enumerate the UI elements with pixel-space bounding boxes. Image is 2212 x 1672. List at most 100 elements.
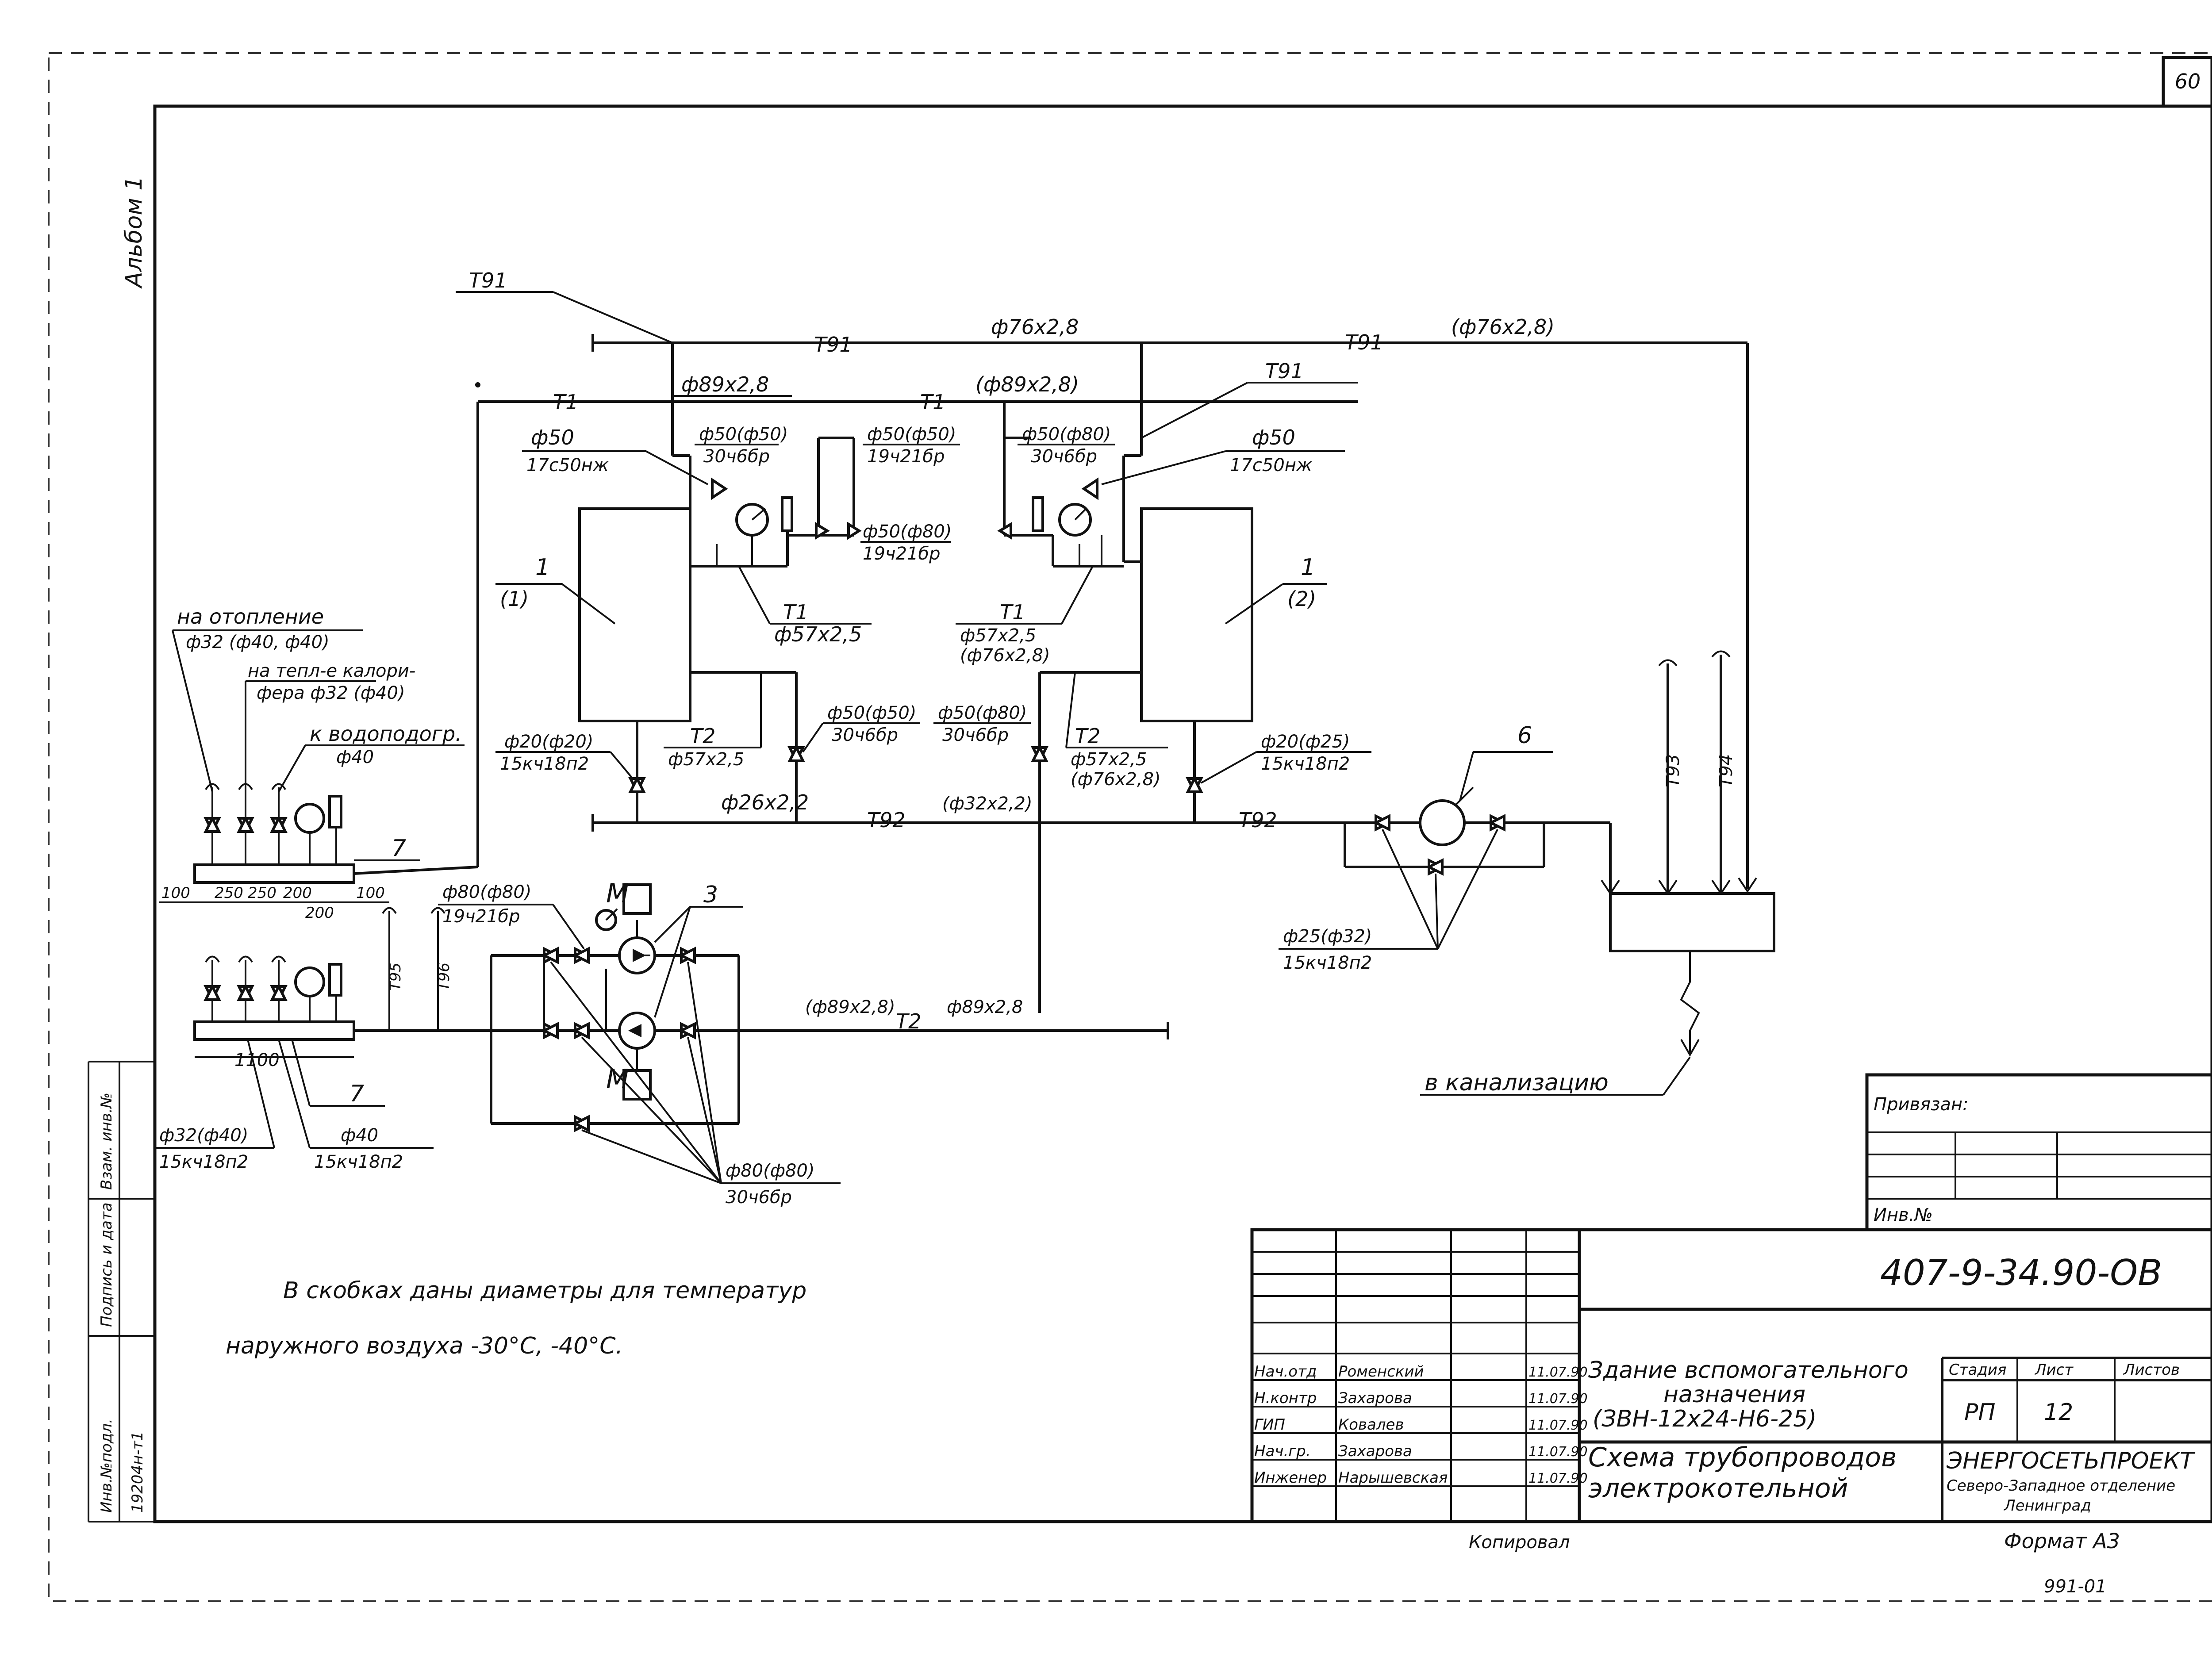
valve-19a: 19ч21бр (867, 446, 945, 467)
valve-30e: 30ч6бр (726, 1187, 792, 1208)
label-t1-c: Т1 (783, 600, 808, 624)
stage-value: РП (1964, 1399, 1995, 1426)
label-tg1-a: Т91 (814, 333, 853, 357)
manifold-lower (193, 955, 491, 1058)
valve-19b: 19ч21бр (863, 544, 941, 564)
svg-text:11.07.90: 11.07.90 (1528, 1444, 1588, 1460)
dim-50b: ф50(ф50) (699, 424, 788, 445)
valve-30a: 30ч6бр (703, 446, 770, 467)
label-t1-b: Т1 (920, 390, 945, 414)
dim-57d: ф57х2,5 (1071, 749, 1147, 770)
valve-30b: 30ч6бр (1031, 446, 1097, 467)
dim-40: ф40 (341, 1125, 378, 1146)
sheet-number: 60 (2175, 69, 2201, 93)
label-t1-d: Т1 (1000, 600, 1025, 624)
label-n2: 1 (1301, 554, 1315, 581)
svg-text:200: 200 (305, 904, 334, 922)
callout-heater: к водоподогр. (310, 722, 462, 746)
valve-19c: 19ч21бр (442, 906, 520, 927)
dim-32b: ф32(ф40) (159, 1125, 248, 1146)
callout-calorifer-2: фера ф32 (ф40) (257, 683, 405, 703)
label-t94: Т94 (1716, 754, 1736, 787)
svg-text:11.07.90: 11.07.90 (1528, 1471, 1588, 1486)
boiler-2 (1140, 507, 1253, 722)
valve-15e: 15кч18п2 (314, 1152, 403, 1172)
callout-calorifer-1: на тепл-е калори- (248, 661, 415, 681)
svg-text:Нач.отд: Нач.отд (1254, 1363, 1317, 1381)
sheet-number-box (2162, 56, 2212, 108)
drawing-title-2: электрокотельной (1588, 1473, 1848, 1504)
boiler-1 (578, 507, 691, 722)
sheet-value: 12 (2044, 1399, 2073, 1426)
label-n3: 3 (703, 882, 718, 908)
svg-text:Захарова: Захарова (1338, 1442, 1412, 1460)
dim-50g: ф50(ф50) (827, 703, 916, 723)
svg-text:Н.контр: Н.контр (1254, 1389, 1317, 1407)
manifold-spacings: 100 250 250 200 200 100 (159, 884, 389, 922)
dim-76b: (ф76х2,8) (1451, 315, 1555, 339)
svg-text:Роменский: Роменский (1338, 1363, 1424, 1381)
org-branch: Северо-Западное отделение (1947, 1477, 2175, 1495)
svg-text:11.07.90: 11.07.90 (1528, 1418, 1588, 1433)
roles-table: Нач.отд Роменский 11.07.90 Н.контр Захар… (1254, 1363, 1588, 1487)
drain-tank (1609, 650, 1775, 1057)
dim-25: ф25(ф32) (1283, 926, 1372, 947)
replace-inv-label: Взам. инв.№ (98, 1093, 115, 1190)
label-tg2-b: Т92 (1239, 808, 1277, 832)
svg-text:200: 200 (283, 884, 312, 902)
label-t95: Т95 (387, 963, 404, 991)
manifold-upper (193, 783, 478, 884)
valve-15c: 15кч18п2 (1283, 953, 1372, 973)
label-n1b: (1) (500, 587, 529, 611)
sheet-header: Лист (2034, 1361, 2074, 1379)
dim-20b: ф20(ф25) (1261, 732, 1350, 752)
dim-89d: ф89х2,8 (947, 997, 1023, 1017)
motor-1-label: М (606, 878, 629, 909)
svg-text:Нач.гр.: Нач.гр. (1254, 1442, 1311, 1460)
stage-header: Стадия (1949, 1361, 2006, 1379)
dim-50c: ф50(ф50) (867, 424, 956, 445)
title-block (1250, 1228, 2212, 1523)
svg-text:11.07.90: 11.07.90 (1528, 1391, 1588, 1407)
drawing-title-1: Схема трубопроводов (1588, 1442, 1897, 1473)
callout-heater-dim: ф40 (336, 747, 374, 767)
building-line-2: назначения (1663, 1381, 1805, 1408)
manifold-length: 1100 (234, 1050, 280, 1070)
note-line-2: наружного воздуха -30°С, -40°С. (226, 1333, 623, 1359)
dim-50h: ф50(ф80) (938, 703, 1027, 723)
archive-number: 991-01 (2044, 1576, 2107, 1597)
inv-label: Инв.№ (1874, 1205, 1933, 1225)
dim-50e: ф50(ф80) (1022, 424, 1111, 445)
dim-50f: ф50 (1252, 426, 1295, 449)
dim-26: ф26х2,2 (721, 790, 809, 814)
label-t2-a: Т2 (690, 724, 715, 748)
label-n1: 1 (535, 554, 550, 581)
valve-15b: 15кч18п2 (1261, 754, 1350, 774)
building-line-3: (ЗВН-12х24-Н6-25) (1593, 1406, 1816, 1432)
copied-label: Копировал (1469, 1532, 1570, 1553)
tied-label: Привязан: (1874, 1094, 1969, 1115)
svg-text:Инженер: Инженер (1254, 1469, 1327, 1487)
svg-text:Ковалев: Ковалев (1338, 1416, 1404, 1434)
note-line-1: В скобках даны диаметры для температур (283, 1277, 806, 1304)
dim-32: (ф32х2,2) (942, 794, 1033, 814)
valve-15a: 15кч18п2 (500, 754, 589, 774)
dim-80b: ф80(ф80) (726, 1161, 814, 1181)
dim-89c: (ф89х2,8) (805, 997, 895, 1017)
org-city: Ленинград (2003, 1497, 2091, 1515)
svg-text:100: 100 (161, 884, 190, 902)
svg-text:100: 100 (356, 884, 385, 902)
valve-17a: 17с50нж (526, 455, 609, 476)
inv-orig-label: Инв.№подл. (98, 1419, 115, 1513)
label-tg2-a: Т92 (867, 808, 906, 832)
svg-text:Захарова: Захарова (1338, 1389, 1412, 1407)
label-sewer: в канализацию (1425, 1070, 1609, 1096)
dim-20a: ф20(ф20) (504, 732, 593, 752)
svg-text:ГИП: ГИП (1254, 1416, 1285, 1434)
dim-76c: (ф76х2,8) (960, 645, 1050, 666)
sheets-header: Листов (2123, 1361, 2180, 1379)
motor-2-label: М (606, 1064, 629, 1095)
album-label: Альбом 1 (121, 176, 147, 289)
dim-50d: ф50(ф80) (863, 522, 952, 542)
